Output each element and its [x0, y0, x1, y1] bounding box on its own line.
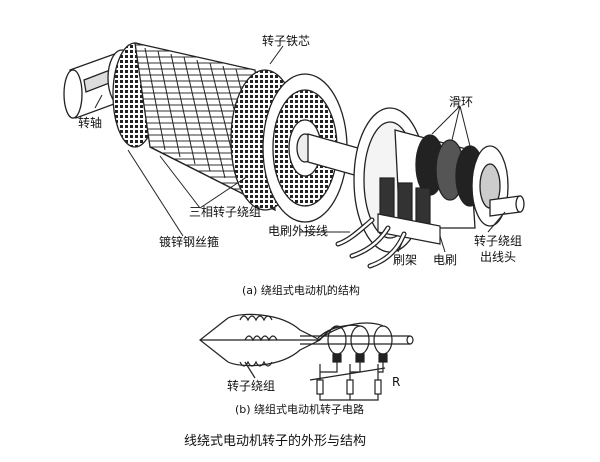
figure-title: 线绕式电动机转子的外形与结构	[184, 434, 367, 449]
label-rotor-winding-lead: 转子绕组 出线头	[474, 233, 522, 265]
caption-b: (b) 绕组式电动机转子电路	[235, 403, 365, 416]
label-slip-rings: 滑环	[449, 95, 474, 109]
label-rotor-winding-lead-line1: 转子绕组	[474, 234, 523, 248]
label-rotor-core: 转子铁芯	[262, 34, 311, 48]
label-brush: 电刷	[433, 253, 458, 267]
label-rotor-winding: 转子绕组	[227, 379, 276, 393]
caption-a: (a) 绕组式电动机的结构	[242, 284, 360, 297]
label-rotor-winding-lead-line2: 出线头	[480, 250, 517, 264]
rotor-circuit	[199, 313, 414, 401]
label-brush-holder: 刷架	[393, 253, 418, 267]
label-brush-lead: 电刷外接线	[268, 224, 329, 238]
label-three-phase-winding: 三相转子绕组	[189, 205, 262, 219]
brush-holders	[377, 177, 441, 245]
label-resistor: R	[392, 375, 401, 389]
leader-lines-a	[94, 45, 506, 253]
label-steel-wire-band: 镀锌钢丝箍	[159, 235, 220, 249]
label-shaft: 转轴	[78, 116, 103, 130]
rotor-core	[112, 42, 348, 223]
